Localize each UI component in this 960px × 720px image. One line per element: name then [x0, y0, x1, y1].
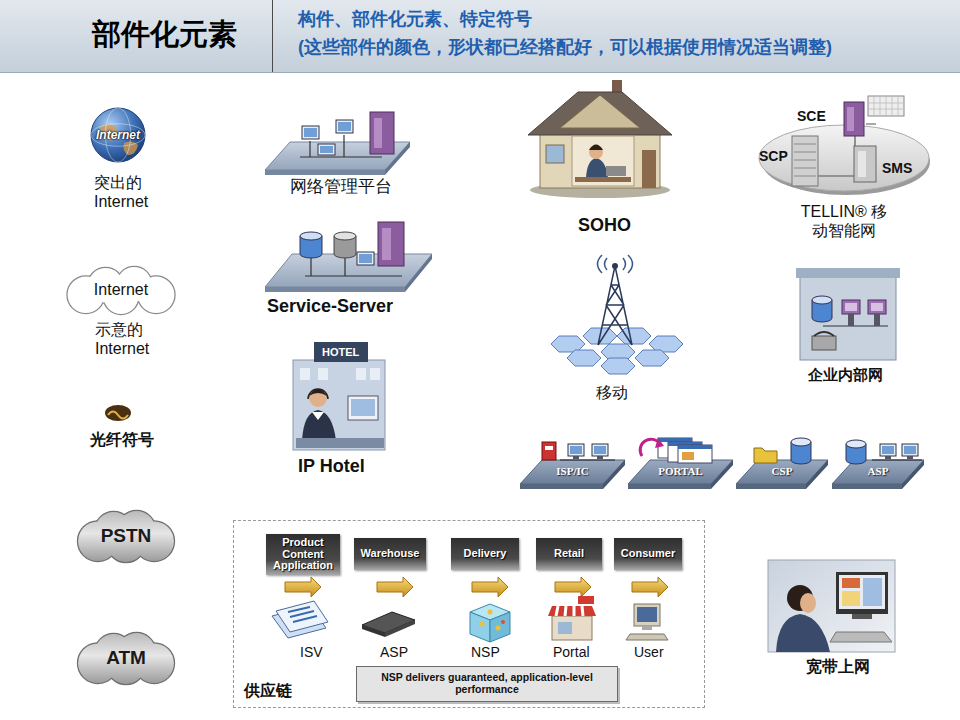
stage-label: Warehouse — [361, 548, 420, 560]
cloud-text: Internet — [94, 280, 148, 299]
role-label: User — [634, 644, 664, 661]
icon-caption: 网络管理平台 — [290, 177, 392, 197]
role-label: Portal — [553, 644, 590, 661]
platform-label: ISP/IC — [520, 465, 625, 478]
ip-hotel-illustration — [293, 342, 385, 450]
platform-label: ASP — [832, 465, 924, 478]
icon-caption: 移动 — [596, 383, 628, 402]
enterprise-building — [796, 268, 900, 360]
ellipse-node: SCESCPSMSTELLIN® 移动智能网 — [758, 104, 930, 196]
note-text: NSP delivers guaranteed, application-lev… — [361, 672, 613, 695]
component-label: SCE — [797, 108, 826, 125]
cloud-node: PSTN — [82, 510, 170, 562]
plat-outline — [520, 436, 625, 492]
supply-chain-icons — [272, 596, 668, 642]
node-caption: 突出的 Internet — [94, 173, 174, 211]
process-box: Product Content Application — [266, 534, 340, 575]
stage-label: Product Content Application — [270, 537, 336, 572]
cloud-text: ATM — [106, 647, 146, 670]
component-label: SMS — [882, 160, 912, 177]
subtitle-text: (这些部件的颜色，形状都已经搭配好，可以根据使用情况适当调整) — [298, 37, 832, 59]
process-box: Delivery — [451, 538, 519, 570]
platform-label: PORTAL — [628, 465, 733, 478]
icon-caption: 企业内部网 — [808, 366, 883, 384]
role-label: ASP — [380, 644, 408, 661]
icon-caption: SOHO — [578, 215, 631, 237]
role-label: ISV — [300, 644, 323, 661]
mobile-tower — [551, 255, 683, 374]
cloud-node: Internet示意的 Internet — [66, 266, 176, 314]
note-box: NSP delivers guaranteed, application-lev… — [356, 666, 618, 702]
globe-text: Internet — [96, 128, 140, 142]
plat-outline — [628, 436, 733, 492]
icon-caption: IP Hotel — [298, 456, 365, 478]
group-title: 供应链 — [244, 681, 292, 700]
stage-label: Delivery — [464, 548, 507, 560]
soho-illustration — [528, 80, 672, 198]
icon-caption: 宽带上网 — [806, 657, 870, 676]
globe-node: Internet突出的 Internet — [90, 107, 146, 163]
plat-outline — [832, 436, 924, 492]
broadband-photo — [768, 560, 895, 652]
platform-node: PORTAL — [628, 436, 733, 492]
platform-node: ASP — [832, 436, 924, 492]
process-box: Consumer — [614, 538, 682, 570]
fiber-symbol — [105, 405, 131, 421]
cloud-node: ATM — [82, 632, 170, 684]
plat-outline — [736, 436, 828, 492]
platform-node: ISP/IC — [520, 436, 625, 492]
platform-node: CSP — [736, 436, 828, 492]
component-label: SCP — [759, 148, 788, 165]
process-box: Retail — [536, 538, 602, 570]
page-title: 部件化元素 — [92, 17, 237, 52]
subtitle-text: 构件、部件化元素、特定符号 — [298, 9, 532, 31]
sign-text: HOTEL — [322, 346, 359, 359]
cloud-text: PSTN — [101, 525, 152, 548]
node-caption: TELLIN® 移动智能网 — [794, 202, 894, 240]
platform-label: CSP — [736, 465, 828, 478]
header-divider — [272, 0, 273, 72]
node-caption: 示意的 Internet — [95, 320, 175, 358]
stage-label: Consumer — [621, 548, 675, 560]
network-management-platform — [265, 112, 410, 175]
service-server — [265, 222, 432, 292]
process-box: Warehouse — [354, 538, 426, 570]
dashed-group: 供应链 Product Content Application Warehouse D… — [233, 520, 705, 708]
icon-caption: 光纤符号 — [90, 430, 154, 449]
stage-label: Retail — [554, 548, 584, 560]
icon-caption: Service-Server — [267, 296, 393, 318]
role-label: NSP — [471, 644, 500, 661]
supply-chain-arrows — [285, 577, 668, 597]
